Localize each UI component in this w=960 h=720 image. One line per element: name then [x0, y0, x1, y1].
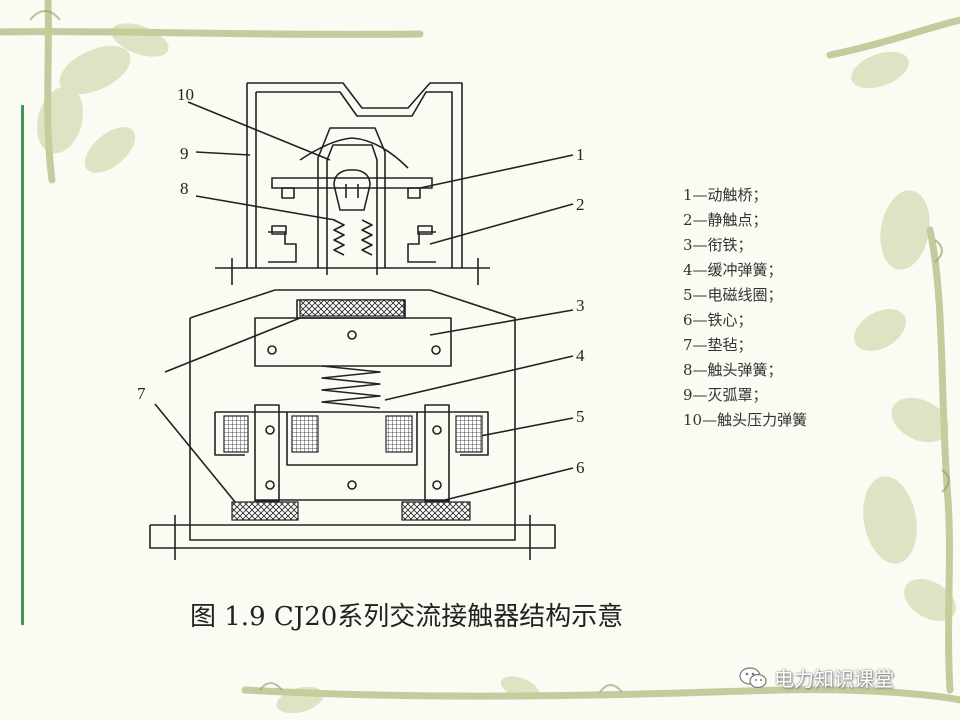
wechat-icon [739, 666, 767, 688]
legend-item: 4—缓冲弹簧； [683, 261, 783, 279]
legend-item: 7—垫毡； [683, 336, 753, 354]
callout-9: 9 [180, 144, 189, 163]
legend-item: 5—电磁线圈； [683, 286, 783, 304]
spring-housing [317, 127, 386, 268]
callout-7: 7 [137, 384, 146, 403]
housing [189, 289, 516, 541]
watermark-text: 电力知识课堂 [774, 667, 894, 691]
legend-item: 1—动触桥； [683, 186, 768, 204]
callout-1: 1 [576, 145, 585, 164]
armature [254, 317, 452, 367]
callout-5: 5 [576, 407, 585, 426]
coil-3 [385, 415, 413, 453]
coil-2 [291, 415, 319, 453]
legend-item: 2—静触点； [683, 211, 768, 229]
legend-item: 10—触头压力弹簧 [683, 411, 808, 429]
figure-caption: 图 1.9 CJ20系列交流接触器结构示意 [190, 602, 624, 632]
felt-pad-left [231, 501, 299, 521]
accent-bar [21, 105, 24, 625]
watermark: 电力知识课堂 [738, 663, 894, 692]
contact-spring-left [333, 219, 345, 256]
callout-8: 8 [180, 179, 189, 198]
legend-item: 3—衔铁； [683, 236, 753, 254]
callout-10: 10 [177, 85, 194, 104]
buffer-spring [321, 365, 381, 409]
felt-pad-top [299, 299, 405, 317]
legend-list: 1—动触桥； 2—静触点； 3—衔铁； 4—缓冲弹簧； 5—电磁线圈； 6—铁心… [683, 183, 863, 433]
coil-1 [223, 415, 249, 453]
felt-pad-right [401, 501, 471, 521]
coil-4 [455, 415, 483, 453]
legend-item: 6—铁心； [683, 311, 753, 329]
legend-item: 8—触头弹簧； [683, 361, 783, 379]
contact-spring-right [361, 219, 373, 256]
callout-4: 4 [576, 346, 585, 365]
iron-core [214, 411, 489, 456]
static-contact-left [268, 231, 297, 263]
static-contact-right [407, 231, 436, 263]
callout-6: 6 [576, 458, 585, 477]
arc-chute [246, 82, 463, 268]
legend-item: 9—灭弧罩； [683, 386, 768, 404]
callout-3: 3 [576, 296, 585, 315]
callout-2: 2 [576, 195, 585, 214]
moving-contact-bridge [271, 177, 433, 189]
